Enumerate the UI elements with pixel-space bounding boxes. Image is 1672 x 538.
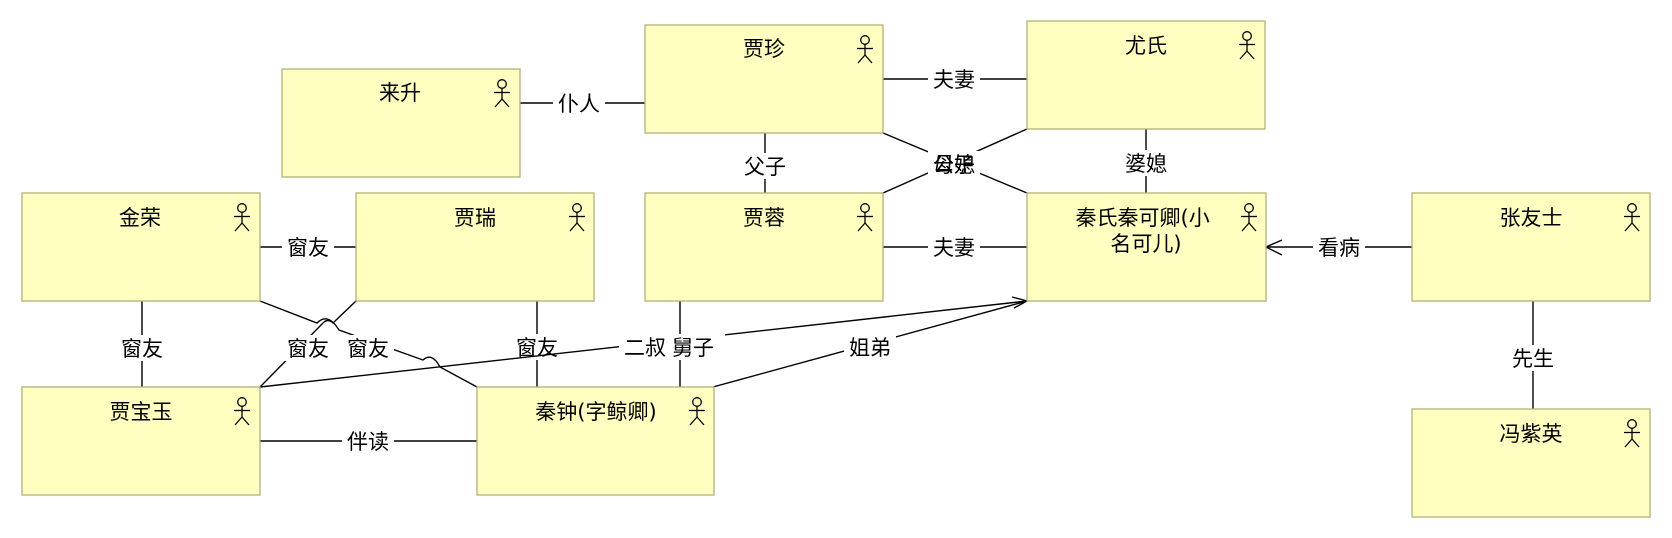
node-jinrong[interactable]: 金荣	[21, 192, 261, 302]
edge-jiarong-qinzhong[interactable]: 二叔 舅子	[619, 301, 725, 387]
edge-youshi-jiarong[interactable]: 公媳 母子	[882, 128, 1028, 194]
edge-jinrong-jiabaoyu[interactable]: 窗友	[116, 301, 168, 387]
nodes: 贾珍 尤氏 来升 金荣 贾瑞 贾蓉	[21, 20, 1651, 518]
edge-qinshi-qinzhong[interactable]: 姐弟	[712, 296, 1029, 388]
node-zhangyoushi[interactable]: 张友士	[1411, 192, 1651, 302]
node-label: 秦钟(字鲸卿)	[535, 400, 656, 424]
edges: 仆人 夫妻 父子 婆媳 公媳 母子	[116, 66, 1559, 454]
node-label: 贾蓉	[743, 206, 785, 230]
edge-jiazhen-jiarong[interactable]: 父子	[739, 133, 791, 193]
edge-jiazhen-youshi[interactable]: 夫妻	[883, 66, 1027, 92]
node-jiazhen[interactable]: 贾珍	[644, 24, 884, 134]
node-label: 贾瑞	[454, 206, 496, 230]
edge-label: 看病	[1318, 236, 1360, 260]
edge-laisheng-jiazhen[interactable]: 仆人	[520, 90, 645, 116]
edge-label: 伴读	[347, 430, 389, 454]
node-label: 贾珍	[743, 37, 785, 61]
node-jiabaoyu[interactable]: 贾宝玉	[21, 386, 261, 496]
edge-label: 夫妻	[933, 68, 975, 92]
edge-jinrong-jiarui[interactable]: 窗友	[260, 234, 356, 260]
edge-jiarong-qinshi[interactable]: 夫妻	[883, 234, 1027, 260]
edge-label: 姐弟	[849, 336, 891, 360]
edge-zhangyoushi-fengziying[interactable]: 先生	[1507, 301, 1559, 409]
edge-label: 夫妻	[933, 236, 975, 260]
node-qinzhong[interactable]: 秦钟(字鲸卿)	[476, 386, 715, 496]
edge-jiabaoyu-qinzhong[interactable]: 伴读	[260, 428, 477, 454]
edge-label: 窗友	[287, 236, 329, 260]
edge-label: 窗友	[287, 337, 329, 361]
edge-jiarui-jiabaoyu[interactable]: 窗友	[259, 300, 357, 388]
edge-youshi-qinshi[interactable]: 婆媳	[1120, 129, 1172, 193]
node-laisheng[interactable]: 来升	[281, 68, 521, 178]
edge-label: 仆人	[558, 92, 600, 116]
node-label: 尤氏	[1125, 34, 1167, 58]
node-label: 秦氏秦可卿(小 名可儿)	[1076, 206, 1217, 256]
node-jiarui[interactable]: 贾瑞	[355, 192, 595, 302]
edge-label: 舅子	[672, 336, 714, 360]
edge-label: 二叔	[624, 336, 666, 360]
node-label: 金荣	[119, 206, 161, 230]
edge-jinrong-qinzhong[interactable]: 窗友	[259, 300, 478, 388]
edge-label: 窗友	[121, 337, 163, 361]
edge-label: 窗友	[347, 337, 389, 361]
edge-label: 母子	[933, 153, 975, 177]
node-label: 来升	[379, 81, 421, 105]
node-label: 贾宝玉	[110, 400, 173, 424]
edge-jiarui-qinzhong[interactable]: 窗友	[511, 301, 563, 387]
edge-label: 公媳	[933, 153, 975, 177]
edge-zhangyoushi-qinshi[interactable]: 看病	[1264, 234, 1412, 260]
node-youshi[interactable]: 尤氏	[1026, 20, 1266, 130]
edge-label: 先生	[1512, 347, 1554, 371]
edge-label: 父子	[744, 155, 786, 179]
edge-label: 婆媳	[1125, 152, 1167, 176]
node-jiarong[interactable]: 贾蓉	[644, 192, 884, 302]
node-fengziying[interactable]: 冯紫英	[1411, 408, 1651, 518]
node-label: 张友士	[1500, 206, 1563, 230]
node-qinshi[interactable]: 秦氏秦可卿(小 名可儿)	[1026, 192, 1267, 302]
node-label: 冯紫英	[1500, 422, 1563, 446]
